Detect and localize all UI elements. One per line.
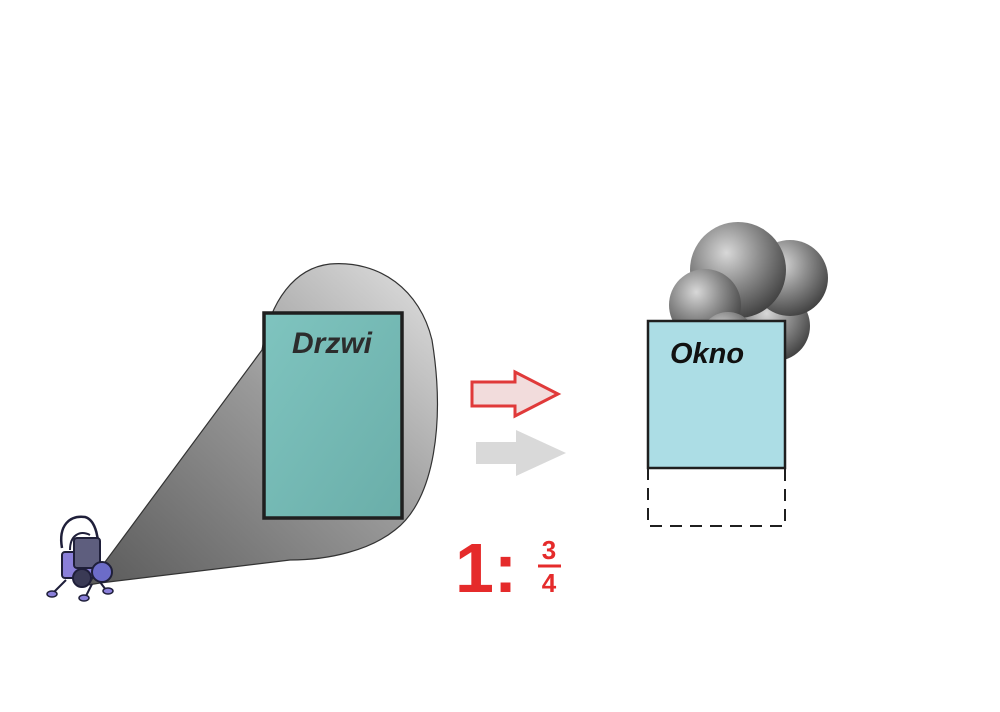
window-label: Okno bbox=[670, 338, 744, 370]
gray-arrow bbox=[476, 430, 566, 476]
ratio-whole: 1: bbox=[455, 529, 517, 607]
dashed-extension bbox=[647, 468, 786, 527]
ratio-numerator: 3 bbox=[542, 535, 556, 565]
door-label: Drzwi bbox=[292, 327, 373, 360]
ratio-denominator: 4 bbox=[542, 568, 557, 598]
projector-icon bbox=[46, 515, 114, 602]
red-outline-arrow bbox=[470, 369, 562, 419]
window-rect bbox=[646, 319, 787, 470]
door-rect bbox=[262, 311, 404, 520]
